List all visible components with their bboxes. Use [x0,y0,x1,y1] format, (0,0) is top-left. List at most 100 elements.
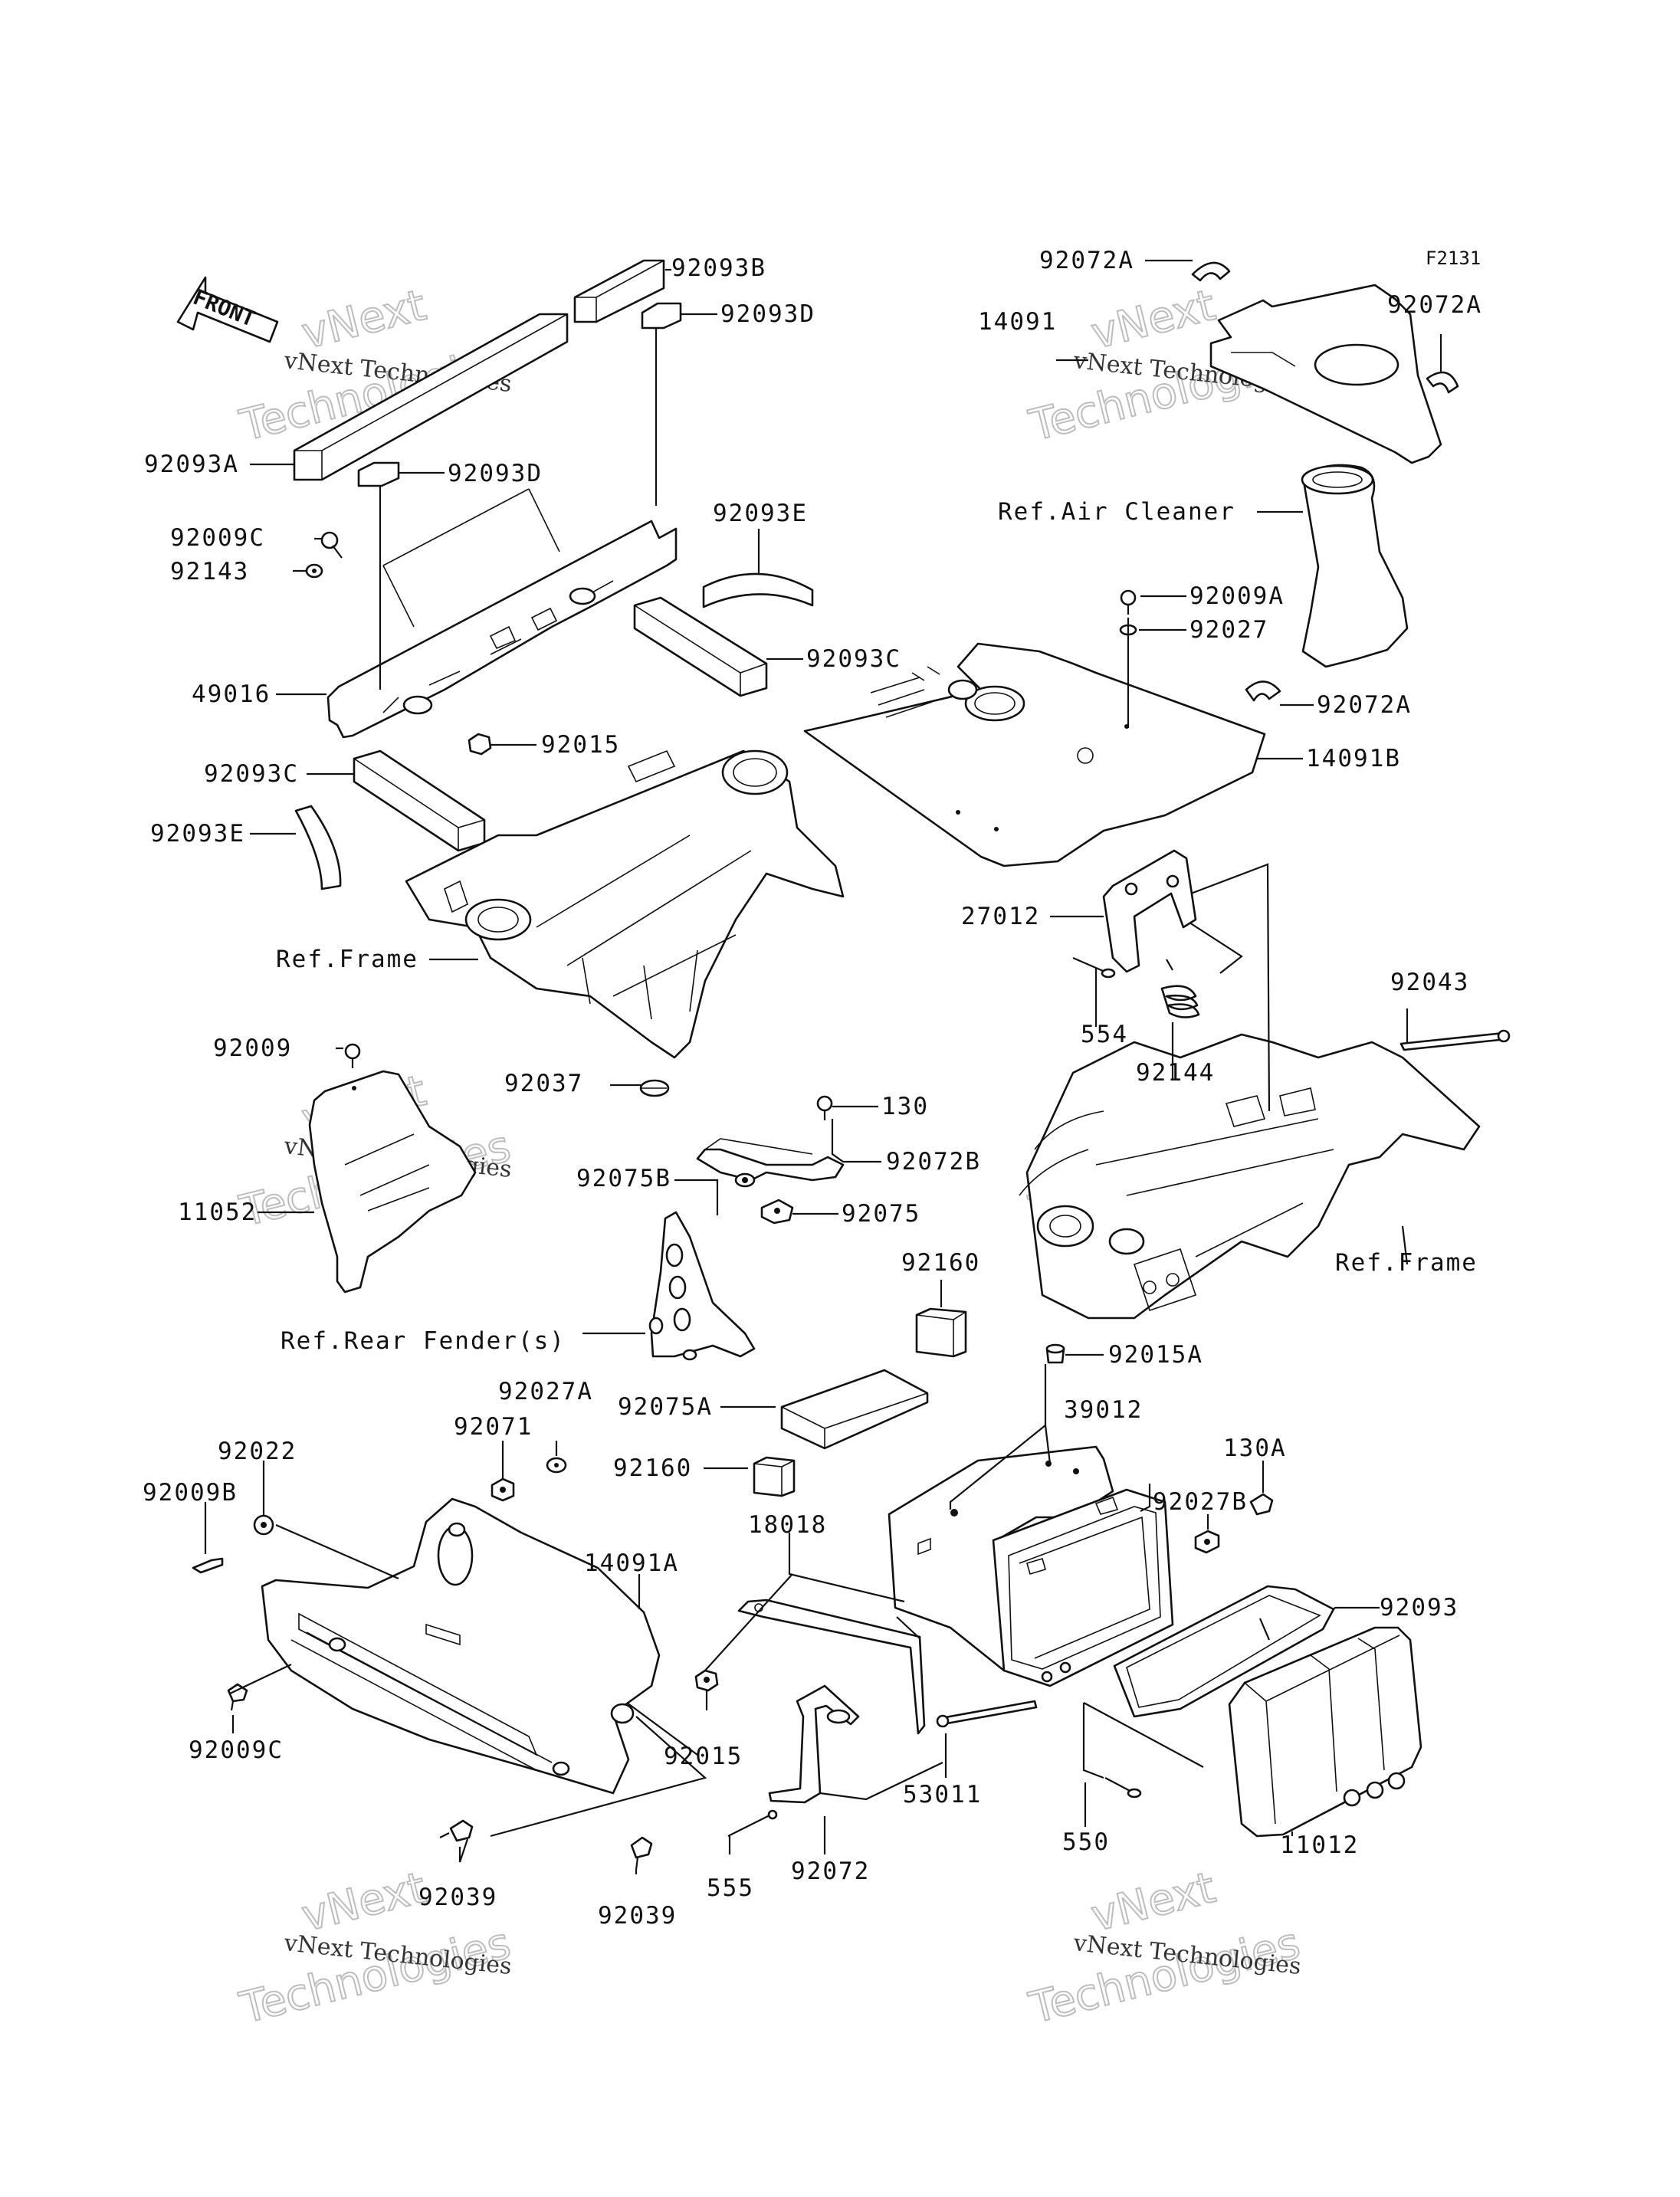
watermark-vnext: vNext [1087,1863,1220,1942]
label-92015-bottom: 92015 [664,1743,743,1770]
label-92072A-mid: 92072A [1317,691,1412,719]
seal-92093C-left [353,749,486,852]
label-92027A: 92027A [498,1378,593,1405]
label-92093: 92093 [1380,1594,1459,1622]
clamp-92037 [639,1079,670,1097]
nut-92015-bottom [694,1669,719,1692]
label-92160-top: 92160 [901,1249,980,1277]
bolt-92039-right [630,1836,653,1871]
seal-92093C-right [633,596,768,697]
pad-92160-mid [753,1456,796,1497]
label-92072A-top: 92072A [1039,247,1134,274]
bolt-92009A [1120,589,1137,615]
nut-92075 [760,1199,794,1225]
shield-14091A [261,1497,661,1795]
label-92043: 92043 [1390,969,1469,996]
bolt-92009C-bottom [227,1683,248,1711]
bracket-49016 [326,488,678,739]
label-92075B: 92075B [576,1165,671,1192]
label-92072B: 92072B [886,1148,981,1176]
label-92160-mid: 92160 [613,1454,692,1482]
rear-fender-bracket [648,1211,756,1361]
label-92037: 92037 [504,1070,583,1097]
bushing-92075B [734,1172,756,1188]
label-92093C-right: 92093C [806,645,901,673]
label-92093E-top: 92093E [713,500,808,527]
label-92071: 92071 [454,1413,533,1441]
label-49016: 49016 [192,680,271,708]
frame-left [405,749,845,1059]
label-92075: 92075 [842,1200,920,1228]
bolt-92009B [192,1557,224,1574]
label-92093C-left: 92093C [204,760,299,788]
label-ref-frame-left: Ref.Frame [276,946,418,973]
label-92072A-right: 92072A [1387,291,1482,319]
cover-11052 [308,1070,477,1294]
watermark-bottom-right: vNext Technologies vNext Technologies [1024,1862,1306,2035]
label-92009B: 92009B [143,1479,238,1507]
seal-92093A [293,313,569,481]
shaft-92043 [1399,1029,1511,1051]
label-92015-top: 92015 [541,731,620,759]
label-14091A: 14091A [584,1549,679,1577]
part-labels: 92093B 92093D 92093A 92093D 92009C 92143… [143,247,1482,1930]
label-53011: 53011 [903,1781,982,1808]
watermark-vnext: vNext [1087,280,1220,359]
bolt-130A [1249,1493,1274,1516]
watermark-vnext: vNext [297,1863,431,1942]
label-92093D-top: 92093D [720,300,815,328]
label-92009C-top: 92009C [170,524,265,552]
bushing-92015A [1045,1343,1065,1364]
label-92039-right: 92039 [598,1902,677,1930]
bracket-27012 [1102,849,1197,973]
front-label: FRONT [189,284,259,332]
label-92144: 92144 [1136,1059,1215,1087]
label-130: 130 [881,1093,929,1120]
label-92093E-left: 92093E [150,820,245,848]
bolt-130 [816,1095,833,1120]
label-ref-rear-fender: Ref.Rear Fender(s) [281,1327,566,1355]
bracket-92072B [696,1138,845,1182]
nut-92027B [1194,1530,1220,1554]
plate-14091B [803,642,1266,867]
label-11012: 11012 [1280,1831,1359,1859]
pin-555 [727,1809,778,1837]
clamp-92072A-right [1426,371,1459,394]
heat-shield-14091 [1209,284,1442,464]
label-18018: 18018 [748,1511,827,1539]
label-92009A: 92009A [1189,582,1285,610]
spring-92144 [1160,959,1200,1018]
label-92009C-bottom: 92009C [189,1736,284,1764]
label-92009: 92009 [213,1035,292,1062]
seal-92093E-top [702,572,814,608]
seal-92093B [573,259,665,323]
washer-92022 [253,1514,274,1536]
label-92027: 92027 [1189,616,1268,644]
frame-right [1019,1033,1481,1320]
label-14091: 14091 [978,308,1057,336]
diagram-code: F2131 [1426,248,1481,269]
washer-92027A [546,1457,567,1474]
pin-554 [1072,956,1116,979]
bolt-92009C-top [320,531,343,559]
leader-lines [204,259,1442,1874]
label-92093D-mid: 92093D [448,460,543,487]
washer-92143 [305,563,323,579]
label-550: 550 [1062,1828,1110,1856]
label-39012: 39012 [1064,1396,1143,1424]
air-cleaner-duct [1301,464,1409,668]
label-92027B: 92027B [1153,1488,1248,1516]
pin-550 [1104,1777,1142,1799]
seal-92093 [1113,1585,1335,1718]
label-92022: 92022 [218,1438,297,1465]
bolt-92039-left [439,1819,474,1842]
bolt-92009 [344,1043,361,1068]
front-arrow-icon: FRONT [176,276,279,343]
case-39012 [888,1445,1174,1687]
label-92093B: 92093B [671,254,766,282]
label-14091B: 14091B [1306,745,1401,772]
label-ref-frame-right: Ref.Frame [1335,1249,1478,1277]
label-92093A: 92093A [144,451,239,478]
cover-11012 [1228,1626,1422,1838]
